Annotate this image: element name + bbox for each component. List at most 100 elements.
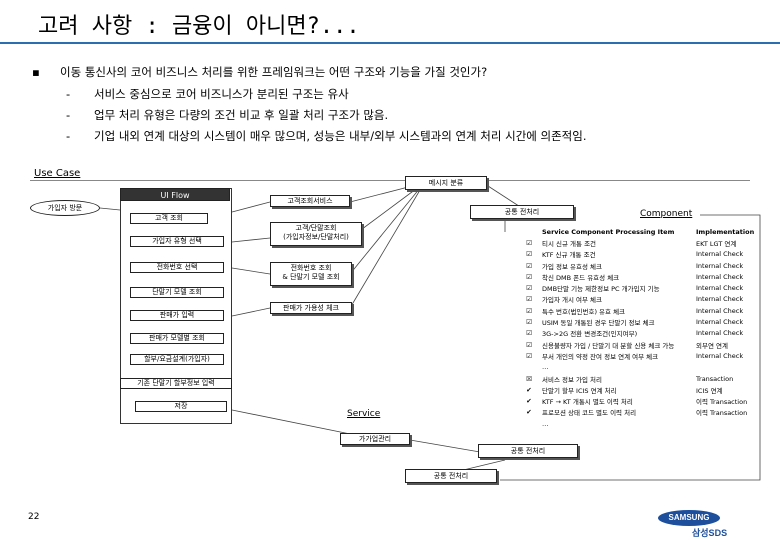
sub-bullet-marker: - xyxy=(66,87,71,101)
table-row: … xyxy=(518,418,768,429)
checkbox-icon: ☑ xyxy=(526,261,532,270)
sub-bullet-text: 업무 처리 유형은 다량의 조건 비교 후 일괄 처리 구조가 많음. xyxy=(94,108,389,122)
checkbox-icon: ☑ xyxy=(526,351,532,360)
component-table: Service Component Processing Item Implem… xyxy=(518,226,768,429)
mgmt-box: 가가업관리 xyxy=(340,433,410,445)
ui-step: 가입자 유형 선택 xyxy=(130,236,224,247)
checkbox-icon: ✔ xyxy=(526,385,532,394)
service-box-line: 전화번호 조회 xyxy=(290,264,332,272)
connector xyxy=(409,439,481,453)
checkbox-icon: ☒ xyxy=(526,374,532,383)
table-cell-impl xyxy=(694,362,768,373)
table-cell-impl: Internal Check xyxy=(696,351,744,360)
checkbox-icon: ☑ xyxy=(526,250,532,259)
ui-step: 저장 xyxy=(135,401,227,412)
connector xyxy=(231,237,271,243)
connector xyxy=(231,267,271,275)
table-cell-item: 3G->2G 전환 변경조건(인지여부) xyxy=(542,330,638,339)
table-cell-item: 가입 정보 유효성 체크 xyxy=(542,262,603,271)
table-cell-item: USIM 동일 개통된 경우 단말기 정보 체크 xyxy=(542,319,655,328)
use-case-label: Use Case xyxy=(34,168,81,179)
table-header-cell: Service Component Processing Item xyxy=(542,227,675,236)
table-cell-impl: ICIS 연계 xyxy=(696,386,723,395)
checkbox-icon: ✔ xyxy=(526,408,532,417)
table-cell-impl: Internal Check xyxy=(696,329,744,338)
table-cell-impl: 이력 Transaction xyxy=(696,398,748,407)
table-cell-item: 가입자 개시 여부 체크 xyxy=(542,296,603,305)
table-row: ✔ 프로모션 상태 코드 별도 이력 처리 이력 Transaction xyxy=(518,407,768,418)
table-cell xyxy=(518,226,540,237)
common-preprocess-box: 공통 전처리 xyxy=(470,205,574,219)
service-box: 고객조회서비스 xyxy=(270,195,350,207)
checkbox-icon: ☑ xyxy=(526,318,532,327)
table-cell-item: DMB단말 기능 제한정보 PC 개가입지 기능 xyxy=(542,285,660,294)
service-label: Service xyxy=(347,409,381,419)
table-row: … xyxy=(518,362,768,373)
sub-bullet: -업무 처리 유형은 다량의 조건 비교 후 일괄 처리 구조가 많음. xyxy=(66,107,388,123)
table-cell-item: KTF 신규 개통 조건 xyxy=(542,251,596,260)
table-cell-impl: 이력 Transaction xyxy=(696,409,748,418)
table-cell-item: 특수 번호(법인번호) 유효 체크 xyxy=(542,307,626,316)
table-cell-impl: Internal Check xyxy=(696,272,744,281)
ui-step: 할부/요금설계(가입자) xyxy=(130,354,224,365)
common-preprocess-box: 공통 전처리 xyxy=(405,469,497,483)
connector xyxy=(231,201,271,213)
sub-bullet-text: 서비스 중심으로 코어 비즈니스가 분리된 구조는 유사 xyxy=(94,87,349,101)
sub-bullet: - 기업 내외 연계 대상의 시스템이 매우 많으며, 성능은 내부/외부 시스템… xyxy=(66,128,586,144)
service-box: 고객/단말조회 (가입자정보/단말처리) xyxy=(270,222,362,246)
table-header-cell: Implementation xyxy=(696,227,755,236)
sub-bullet-marker: - xyxy=(66,129,71,143)
checkbox-icon: ✔ xyxy=(526,397,532,406)
main-bullet: ▪ 이동 통신사의 코어 비즈니스 처리를 위한 프레임워크는 어떤 구조와 기능… xyxy=(32,64,487,80)
component-label: Component xyxy=(640,209,693,219)
bullet-marker: ▪ xyxy=(32,65,40,79)
table-cell-item: 단말기 할부 ICIS 연계 처리 xyxy=(542,386,617,395)
table-cell-item: 티시 신규 개통 조건 xyxy=(542,239,597,248)
table-row: ✔ 단말기 할부 ICIS 연계 처리 ICIS 연계 xyxy=(518,384,768,395)
service-box-line: (가입자정보/단말처리) xyxy=(283,233,349,242)
ui-step: 전화번호 선택 xyxy=(130,262,224,273)
ui-flow-header: UI Flow xyxy=(120,188,230,201)
checkbox-icon: ☑ xyxy=(526,306,532,315)
service-box-line: & 단말기 모델 조회 xyxy=(282,273,340,282)
checkbox-icon xyxy=(518,362,540,373)
checkbox-icon: ☑ xyxy=(526,329,532,338)
table-cell-item: KTF → KT 개통시 별도 이력 처리 xyxy=(542,398,633,407)
checkbox-icon: ☑ xyxy=(526,295,532,304)
connector xyxy=(231,409,361,437)
table-header-row: Service Component Processing Item Implem… xyxy=(518,226,768,237)
table-row: ✔ KTF → KT 개통시 별도 이력 처리 이력 Transaction xyxy=(518,395,768,406)
table-cell-item: 프로모션 상태 코드 별도 이력 처리 xyxy=(542,409,637,418)
table-row: ☑ 3G->2G 전환 변경조건(인지여부) Internal Check xyxy=(518,328,768,339)
connector xyxy=(349,189,421,309)
table-cell-impl: Internal Check xyxy=(696,306,744,315)
table-cell-impl xyxy=(694,418,768,429)
main-bullet-text: 이동 통신사의 코어 비즈니스 처리를 위한 프레임워크는 어떤 구조와 기능을… xyxy=(60,65,488,79)
table-cell-item: 신용불량자 가입 / 단말기 대 분할 신용 체크 가능 xyxy=(542,341,675,350)
checkbox-icon: ☑ xyxy=(526,340,532,349)
customer-visit-node: 가입자 방문 xyxy=(30,200,100,216)
table-cell-impl: 외부연 연계 xyxy=(696,341,728,350)
service-box: 판매가 가용성 체크 xyxy=(270,302,352,314)
table-cell-item: 서비스 정보 가입 처리 xyxy=(542,375,603,384)
use-case-divider xyxy=(30,180,750,181)
sub-bullet-text: 기업 내외 연계 대상의 시스템이 매우 많으며, 성능은 내부/외부 시스템과… xyxy=(94,129,587,143)
checkbox-icon: ☑ xyxy=(526,272,532,281)
table-cell-impl: EKT LGT 연계 xyxy=(696,239,737,248)
ui-step: 판매가 모델별 조회 xyxy=(130,333,224,344)
connector xyxy=(231,307,271,317)
connector xyxy=(500,214,761,481)
checkbox-icon: ☑ xyxy=(526,284,532,293)
component-table-body: Service Component Processing Item Implem… xyxy=(518,226,768,429)
page-number: 22 xyxy=(28,512,40,522)
common-preprocess-box: 공통 전처리 xyxy=(478,444,578,458)
table-row: ☑ 특수 번호(법인번호) 유효 체크 Internal Check xyxy=(518,305,768,316)
